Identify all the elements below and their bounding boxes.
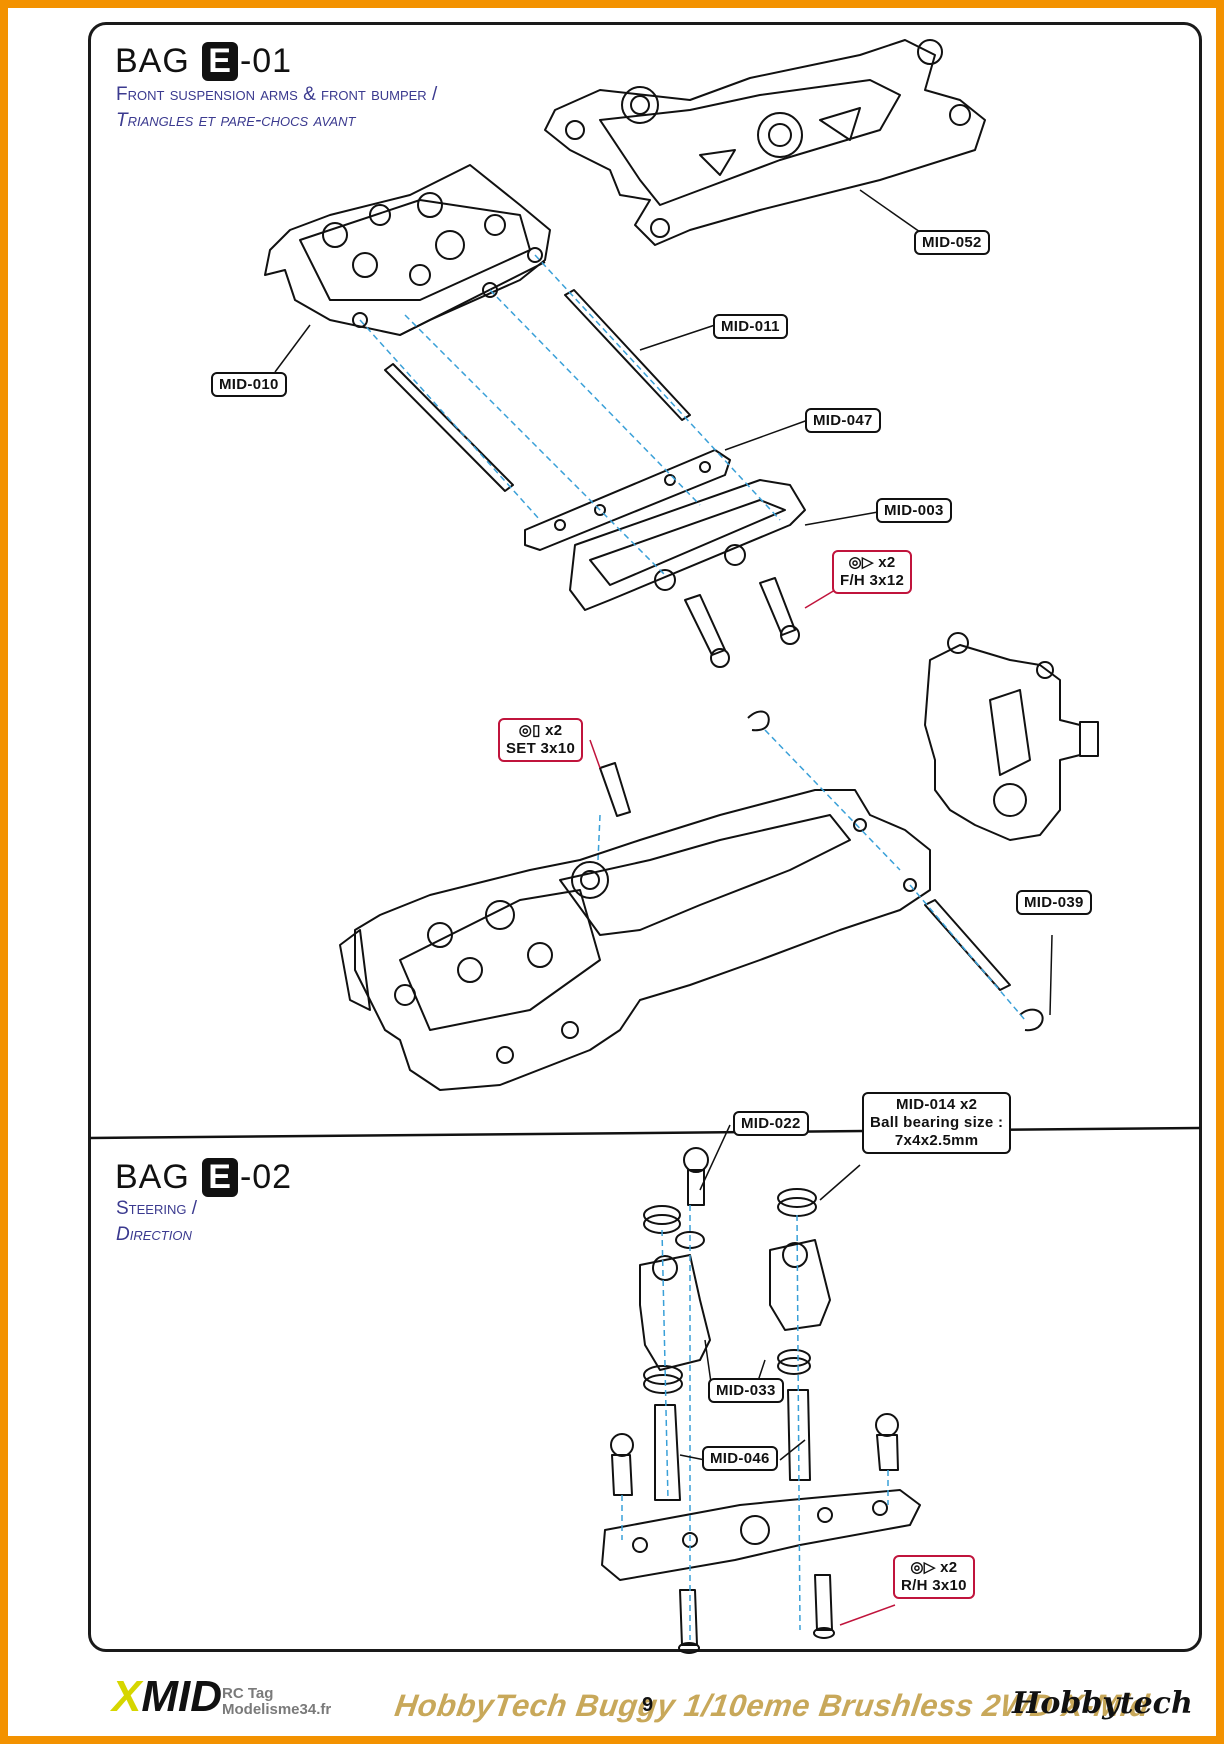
part-label-mid-039: MID-039 [1016,890,1092,915]
set-screw-illustration [599,762,631,817]
screw-qty: x2 [545,722,563,739]
screw-icon: ◎▷ [910,1559,936,1576]
part-label-mid-046: MID-046 [702,1446,778,1471]
bag-e01-subtitle-fr: Triangles et pare-chocs avant [116,110,356,131]
front-bumper-illustration [569,479,806,611]
outer-pin-illustration [924,899,1011,991]
section-divider [89,1126,1201,1140]
mid-014-qty: MID-014 x2 [895,1096,978,1113]
page-number: 9 [642,1694,654,1716]
bag-e02-subtitle-fr: Direction [116,1224,192,1245]
bag-e02-subtitle-en: Steering / [116,1198,198,1219]
e-clip-top [747,710,770,732]
bag-e01-subtitle-en: Front suspension arms & front bumper / [116,84,438,105]
part-label-mid-047: MID-047 [805,408,881,433]
hobbytech-logo: Hobbytech [1012,1686,1193,1721]
bulkhead-illustration [264,164,551,336]
screw-callout-rh: ◎▷ x2 R/H 3x10 [893,1555,975,1599]
bag-e02-title: BAG E-02 [115,1158,293,1197]
part-label-mid-010: MID-010 [211,372,287,397]
e-clip-bottom [1019,1008,1044,1032]
screw-size: SET 3x10 [506,740,576,757]
bag-letter-badge: E [202,1158,238,1197]
assembled-arm-illustration [339,789,931,1091]
watermark: RC Tag Modelisme34.fr [222,1685,332,1718]
mid-014-size: 7x4x2.5mm [894,1132,979,1149]
guide-lines [359,254,1026,1640]
screw-size: R/H 3x10 [901,1577,967,1594]
part-label-mid-003: MID-003 [876,498,952,523]
screw-icon: ◎▷ [848,554,874,571]
part-label-mid-014: MID-014 x2 Ball bearing size : 7x4x2.5mm [862,1092,1012,1154]
screw-callout-fh: ◎▷ x2 F/H 3x12 [832,550,913,594]
part-label-mid-052: MID-052 [914,230,990,255]
screw-qty: x2 [878,554,896,571]
steering-illustration [601,1147,921,1654]
part-label-mid-022: MID-022 [733,1111,809,1136]
leader-lines [274,189,1053,1461]
steering-knuckle-illustration [924,632,1099,841]
hinge-pins-illustration [384,289,691,492]
mid-014-note: Ball bearing size : [870,1114,1004,1131]
bag-letter-badge: E [202,42,238,81]
part-label-mid-011: MID-011 [713,314,788,339]
xmid-logo: XMID [112,1672,223,1721]
bag-e01-title: BAG E-01 [115,42,293,81]
screw-qty: x2 [940,1559,958,1576]
screw-callout-set: ◎▯ x2 SET 3x10 [498,718,584,762]
set-screw-icon: ◎▯ [518,722,541,739]
front-arm-illustration [544,39,986,246]
part-label-mid-033: MID-033 [708,1378,784,1403]
screw-size: F/H 3x12 [840,572,905,589]
